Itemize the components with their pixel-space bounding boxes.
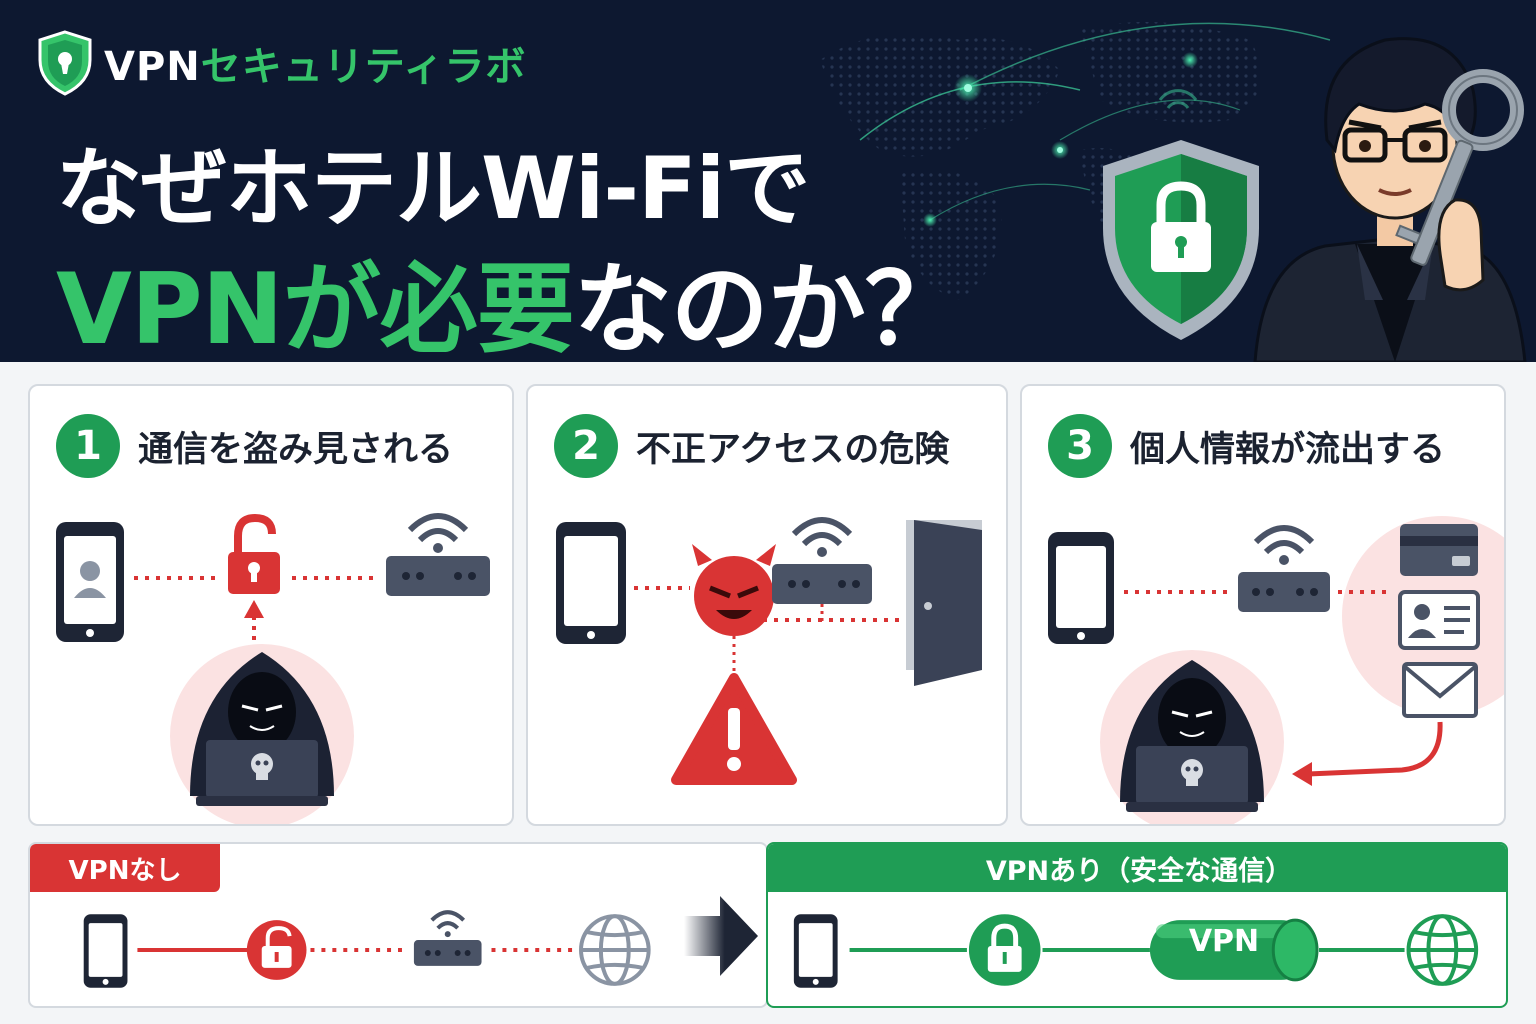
eavesdropping-illustration bbox=[56, 513, 490, 824]
open-door-icon bbox=[906, 520, 982, 686]
key-icon bbox=[1395, 69, 1524, 266]
locked-padlock-icon bbox=[968, 914, 1041, 986]
wifi-router-icon bbox=[772, 517, 872, 604]
smartphone-icon bbox=[793, 914, 838, 988]
headline-rest: なのか？ bbox=[573, 253, 963, 362]
risk-card-data-leak: 3 個人情報が流出する bbox=[1020, 384, 1506, 826]
unlocked-padlock-icon bbox=[246, 920, 307, 980]
shield-keyhole-icon bbox=[38, 30, 92, 96]
risk-card-unauthorized-access: 2 不正アクセスの危険 bbox=[526, 384, 1008, 826]
smartphone-icon bbox=[556, 522, 626, 644]
brand-name-latin: VPN bbox=[104, 44, 201, 90]
card-header: 1 通信を盗み見される bbox=[56, 412, 453, 480]
comparison-with-vpn: VPNあり（安全な通信） bbox=[766, 842, 1508, 1008]
with-vpn-badge: VPNあり（安全な通信） bbox=[768, 844, 1506, 892]
credit-card-icon bbox=[1400, 524, 1478, 576]
headline-line-2: VPNが必要なのか？ bbox=[56, 230, 963, 362]
risk-card-eavesdropping: 1 通信を盗み見される bbox=[28, 384, 514, 826]
attacker-devil-icon bbox=[692, 544, 776, 636]
headline-line-1: なぜホテルWi-Fiで bbox=[56, 139, 810, 239]
card-number: 1 bbox=[56, 414, 120, 478]
wifi-router-icon bbox=[386, 513, 490, 596]
smartphone-icon bbox=[56, 522, 124, 642]
wifi-router-icon bbox=[1238, 525, 1330, 612]
secure-connection-diagram bbox=[793, 914, 1479, 988]
wifi-router-icon bbox=[413, 910, 482, 966]
card-number: 3 bbox=[1048, 414, 1112, 478]
brand-logo: VPNセキュリティラボ bbox=[36, 30, 526, 96]
smartphone-icon bbox=[83, 914, 128, 988]
without-vpn-badge: VPNなし bbox=[30, 844, 220, 892]
vpn-tunnel-icon bbox=[1149, 918, 1319, 982]
hero-illustration bbox=[1103, 37, 1527, 362]
globe-icon bbox=[1406, 914, 1479, 986]
email-envelope-icon bbox=[1402, 662, 1478, 718]
card-title: 通信を盗み見される bbox=[138, 429, 454, 470]
comparison-without-vpn: VPNなし bbox=[28, 842, 768, 1008]
card-header: 2 不正アクセスの危険 bbox=[554, 412, 949, 480]
card-number: 2 bbox=[554, 414, 618, 478]
card-header: 3 個人情報が流出する bbox=[1048, 412, 1445, 480]
card-title: 個人情報が流出する bbox=[1130, 429, 1446, 470]
data-leak-illustration bbox=[1048, 516, 1504, 824]
hacker-icon bbox=[1120, 660, 1264, 812]
warning-icon bbox=[671, 673, 797, 785]
hacker-icon bbox=[190, 652, 334, 806]
unlocked-padlock-icon bbox=[228, 513, 280, 594]
security-shield-icon bbox=[1103, 140, 1259, 340]
security-expert-avatar bbox=[1253, 37, 1527, 362]
transition-arrow-icon bbox=[684, 896, 758, 976]
vpn-tunnel-label: VPN bbox=[1188, 924, 1260, 959]
insecure-connection-diagram bbox=[83, 910, 651, 988]
brand-name-jp: セキュリティラボ bbox=[200, 44, 527, 90]
unauthorized-access-illustration bbox=[556, 517, 982, 785]
headline-emphasis: VPNが必要 bbox=[56, 253, 575, 362]
globe-icon bbox=[579, 914, 651, 986]
smartphone-icon bbox=[1048, 532, 1114, 644]
card-title: 不正アクセスの危険 bbox=[636, 429, 950, 470]
header-banner: VPNセキュリティラボ なぜホテルWi-Fiで VPNが必要なのか？ bbox=[0, 0, 1536, 362]
brand-name: VPNセキュリティラボ bbox=[104, 34, 526, 92]
id-card-icon bbox=[1398, 590, 1480, 650]
